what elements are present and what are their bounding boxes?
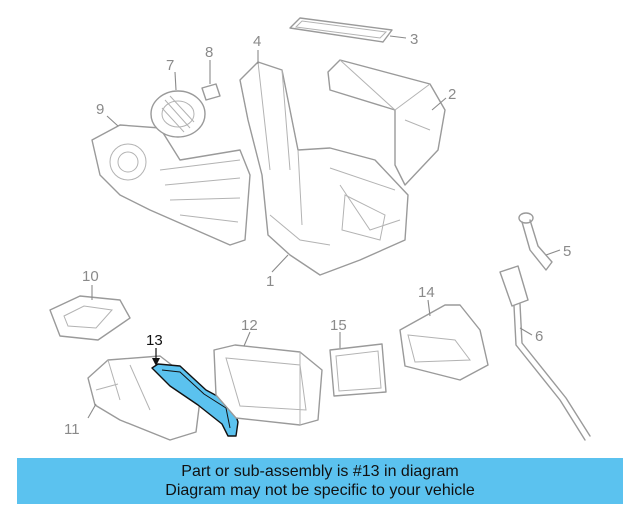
part-5-fitting <box>518 212 553 271</box>
callout-6: 6 <box>535 328 543 345</box>
callout-12: 12 <box>241 317 258 334</box>
part-10-bracket <box>49 295 131 341</box>
part-14-housing <box>399 304 489 381</box>
callout-1: 1 <box>266 273 274 290</box>
callout-5: 5 <box>563 243 571 260</box>
part-7-blower-motor <box>150 90 206 138</box>
callout-13: 13 <box>146 332 163 349</box>
part-1-main-case <box>239 61 409 276</box>
callout-14: 14 <box>418 284 435 301</box>
info-banner: Part or sub-assembly is #13 in diagram D… <box>17 458 623 504</box>
leader-lines <box>87 35 561 419</box>
banner-line-1: Part or sub-assembly is #13 in diagram <box>181 463 459 480</box>
callout-9: 9 <box>96 101 104 118</box>
callout-7: 7 <box>166 57 174 74</box>
part-9-blower-housing <box>91 124 251 246</box>
callout-8: 8 <box>205 44 213 61</box>
callout-15: 15 <box>330 317 347 334</box>
part-6-drain-tube <box>499 265 591 441</box>
parts-diagram: 1 2 3 4 5 6 7 8 9 10 11 12 13 14 15 <box>49 17 591 441</box>
callout-4: 4 <box>253 33 261 50</box>
part-13-highlighted <box>151 363 239 437</box>
part-8-resistor <box>201 83 221 101</box>
part-12-cover <box>213 344 323 426</box>
part-2-housing <box>327 59 446 186</box>
part-3-filter <box>289 17 393 43</box>
callout-11: 11 <box>64 421 80 438</box>
part-15-filter <box>329 343 387 397</box>
callout-10: 10 <box>82 268 99 285</box>
callout-2: 2 <box>448 86 456 103</box>
banner-line-2: Diagram may not be specific to your vehi… <box>165 482 475 499</box>
callout-3: 3 <box>410 31 418 48</box>
